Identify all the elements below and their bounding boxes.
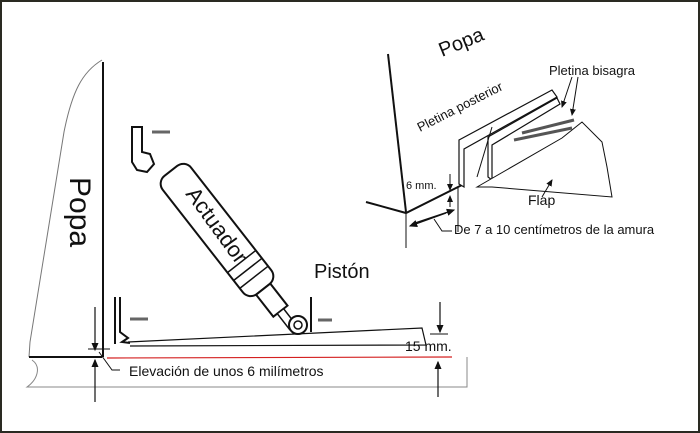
elevation-label: Elevación de unos 6 milímetros: [129, 363, 324, 379]
left-transom-label: Popa: [63, 177, 96, 247]
hinge-plate: [487, 97, 561, 182]
upper-bracket: [131, 126, 156, 174]
right-hull-bottom: [365, 184, 463, 215]
right-transom-line: [387, 53, 407, 213]
hinge-plate-label: Pletina bisagra: [549, 63, 636, 78]
reference-line: [106, 356, 453, 359]
right-transom-label: Popa: [436, 23, 488, 61]
rear-plate: [458, 89, 558, 189]
height-label: 15 mm.: [405, 338, 452, 354]
piston-label: Pistón: [314, 261, 370, 283]
left-diagram: [25, 59, 468, 402]
distance-label: De 7 a 10 centímetros de la amura: [454, 222, 655, 237]
right-diagram: [365, 53, 613, 248]
gap-label: 6 mm.: [406, 180, 437, 192]
piston-pivot: [288, 315, 308, 335]
flap-label: Flap: [528, 192, 555, 208]
flap: [127, 327, 427, 347]
hull-keel: [25, 357, 468, 388]
transom-plate: [114, 297, 131, 344]
right-flap: [475, 121, 613, 198]
hull-profile: [28, 59, 103, 358]
